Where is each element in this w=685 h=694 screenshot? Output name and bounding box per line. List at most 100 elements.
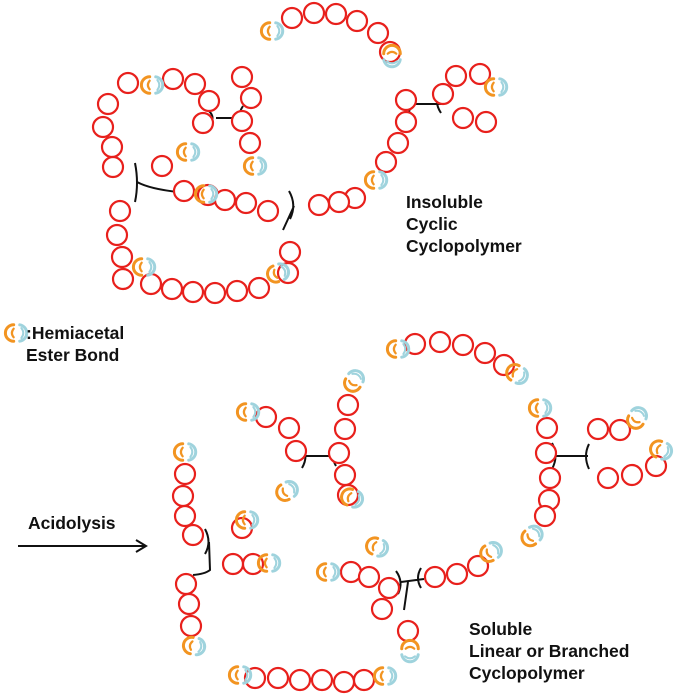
red-circle-icon (538, 466, 562, 490)
blue-half-bond-icon (400, 653, 420, 664)
red-circle-icon (91, 115, 115, 139)
red-circle-icon (161, 67, 185, 91)
blue-half-bond-icon (274, 21, 285, 41)
red-circle-icon (394, 88, 418, 112)
soluble-line-2: Linear or Branched (469, 641, 630, 661)
blue-half-bond-icon (376, 539, 390, 558)
red-circle-icon (324, 2, 348, 26)
red-circle-icon (396, 619, 420, 643)
red-circle-icon (173, 504, 197, 528)
red-circle-icon (336, 393, 360, 417)
red-circle-icon (302, 1, 326, 25)
hemiacetal-ester-bond-icon (483, 77, 509, 97)
red-circle-icon (586, 417, 610, 441)
blue-half-bond-icon (284, 480, 299, 498)
soluble-line-1: Soluble (469, 619, 533, 639)
hemiacetal-ester-bond-icon (340, 487, 365, 509)
red-circle-icon (327, 190, 351, 214)
blue-half-bond-icon (378, 170, 389, 190)
hemiacetal-ester-bond-icon (256, 553, 282, 573)
blue-half-bond-icon (257, 156, 268, 176)
orange-half-bond-icon (275, 483, 291, 502)
orange-half-bond-icon (649, 439, 664, 459)
orange-half-bond-icon (479, 544, 495, 563)
orange-half-bond-icon (175, 142, 188, 162)
orange-half-bond-icon (343, 377, 362, 393)
insoluble-line-2: Cyclic (406, 214, 458, 234)
red-circle-icon (174, 572, 198, 596)
orange-half-bond-icon (365, 536, 380, 556)
red-circle-icon (181, 523, 205, 547)
red-circle-icon (608, 418, 632, 442)
red-circle-icon (179, 614, 203, 638)
blue-half-bond-icon (249, 510, 260, 530)
red-circle-icon (386, 131, 410, 155)
orange-half-bond-icon (315, 562, 328, 582)
red-circle-icon (278, 240, 302, 264)
hemiacetal-ester-bond-icon (385, 339, 411, 359)
blue-half-bond-icon (194, 637, 207, 657)
red-circle-icon (280, 6, 304, 30)
right-arrow-icon (135, 539, 148, 553)
red-circle-icon (203, 281, 227, 305)
bond-group (3, 21, 674, 686)
orange-half-bond-icon (259, 21, 272, 41)
red-circle-icon (225, 279, 249, 303)
red-circle-icon (221, 552, 245, 576)
hemiacetal-ester-bond-icon (259, 21, 285, 41)
blue-half-bond-icon (630, 406, 648, 421)
blue-half-bond-icon (382, 58, 402, 69)
orange-half-bond-icon (131, 257, 144, 277)
red-circle-icon (394, 110, 418, 134)
red-circle-icon (160, 277, 184, 301)
insoluble-line-3: Cyclopolymer (406, 236, 522, 256)
hemiacetal-ester-bond-icon (172, 442, 198, 462)
crosslink-c (551, 442, 590, 470)
orange-half-bond-icon (626, 414, 645, 430)
hemiacetal-ester-bond-icon (315, 562, 341, 582)
blue-half-bond-icon (18, 323, 29, 343)
crosslink-d (192, 528, 212, 576)
red-circle-icon (177, 592, 201, 616)
hemiacetal-ester-bond-icon (479, 541, 503, 563)
red-circle-icon (468, 62, 492, 86)
soluble-line-3: Cyclopolymer (469, 663, 585, 683)
red-circle-icon (596, 466, 620, 490)
blue-half-bond-icon (660, 442, 674, 461)
red-circle-icon (333, 463, 357, 487)
hemiacetal-ester-bond-icon (275, 480, 299, 502)
red-circle-icon (239, 86, 263, 110)
blue-half-bond-icon (347, 369, 365, 384)
legend-line-2: Ester Bond (26, 345, 120, 365)
red-circle-icon (173, 462, 197, 486)
red-circle-icon (181, 280, 205, 304)
red-circle-icon (534, 441, 558, 465)
red-circle-icon (620, 463, 644, 487)
orange-half-bond-icon (520, 529, 538, 548)
legend-line-1: :Hemiacetal (26, 323, 125, 343)
red-circle-icon (431, 82, 455, 106)
hemiacetal-ester-bond-icon (193, 184, 219, 204)
red-circle-icon (96, 92, 120, 116)
orange-half-bond-icon (234, 510, 247, 530)
hemiacetal-ester-bond-icon (372, 666, 398, 686)
insoluble-line-1: Insoluble (406, 192, 483, 212)
red-circle-icon (444, 64, 468, 88)
red-circle-icon (370, 597, 394, 621)
hemiacetal-ester-bond-icon (3, 323, 29, 343)
orange-half-bond-icon (340, 487, 355, 507)
hemiacetal-ester-bond-icon (520, 524, 544, 548)
soluble-label: Soluble Linear or Branched Cyclopolymer (469, 618, 629, 684)
red-circle-icon (474, 110, 498, 134)
orange-half-bond-icon (242, 156, 255, 176)
red-circle-icon (352, 668, 376, 692)
red-circle-icon (238, 131, 262, 155)
blue-half-bond-icon (190, 142, 201, 162)
red-circle-icon (110, 245, 134, 269)
red-circle-icon (288, 668, 312, 692)
hemiacetal-ester-bond-icon (382, 43, 402, 69)
blue-half-bond-icon (351, 490, 365, 509)
blue-half-bond-icon (330, 562, 341, 582)
orange-half-bond-icon (505, 363, 521, 382)
orange-half-bond-icon (172, 442, 185, 462)
